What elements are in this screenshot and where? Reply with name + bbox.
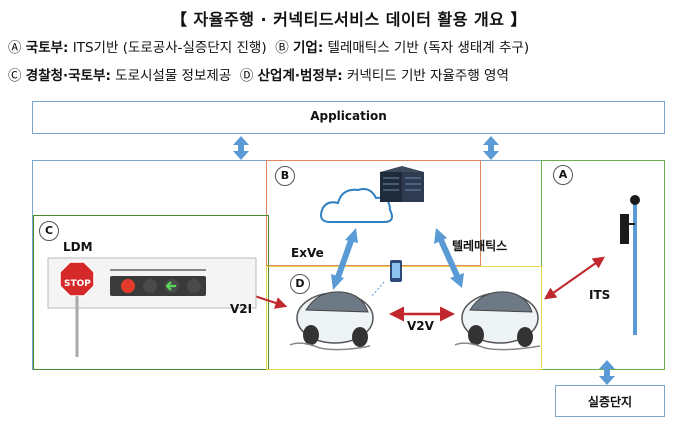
legend-a-head: 국토부:	[25, 40, 69, 56]
legend-c-mark: Ⓒ	[8, 68, 22, 84]
cloud-icon	[320, 188, 393, 223]
legend-a-text: ITS기반 (도로공사-실증단지 진행)	[68, 40, 267, 56]
blue-arrow-left	[233, 136, 249, 160]
v2v-label: V2V	[407, 319, 434, 333]
its-label: ITS	[589, 288, 611, 302]
region-d-box	[266, 266, 542, 370]
application-box	[32, 101, 665, 134]
legend-c-head: 경찰청·국토부:	[25, 68, 111, 84]
legend-b-text: 텔레매틱스 기반 (독자 생태계 추구)	[323, 40, 530, 56]
legend-b-head: 기업:	[292, 40, 324, 56]
car-right-icon	[454, 291, 541, 351]
its-pole-icon	[620, 195, 640, 335]
legend-line-2: Ⓒ 경찰청·국토부: 도로시설물 정보제공 Ⓓ 산업계·범정부: 커넥티드 기반…	[8, 64, 509, 84]
region-a-box	[541, 160, 665, 370]
legend-b-mark: Ⓑ	[275, 40, 289, 56]
region-b-box	[266, 160, 481, 266]
telematics-label: 텔레매틱스	[452, 239, 508, 253]
legend-a-mark: Ⓐ	[8, 40, 22, 56]
region-b-marker: B	[275, 166, 295, 186]
server-icon	[380, 166, 424, 202]
region-d-marker: D	[290, 274, 310, 294]
stop-sign-label: STOP	[64, 279, 91, 289]
application-label: Application	[310, 109, 387, 123]
region-a-marker: A	[553, 165, 573, 185]
legend-d-mark: Ⓓ	[239, 68, 254, 84]
legend-c-text: 도로시설물 정보제공	[110, 68, 232, 84]
blue-arrow-test-site	[599, 360, 615, 385]
ldm-label: LDM	[63, 240, 93, 254]
blue-arrow-right	[483, 136, 499, 160]
legend-d-text: 커넥티드 기반 자율주행 영역	[342, 68, 509, 84]
telematics-arrow	[434, 228, 464, 288]
region-c-marker: C	[39, 221, 59, 241]
legend-d-head: 산업계·범정부:	[257, 68, 343, 84]
ldm-image	[47, 257, 257, 357]
exve-arrow	[331, 228, 358, 290]
page-title: 【 자율주행 · 커넥티드서비스 데이터 활용 개요 】	[170, 10, 528, 29]
phone-icon	[390, 260, 402, 282]
test-site-box	[555, 385, 665, 417]
v2i-label: V2I	[230, 302, 253, 316]
exve-label: ExVe	[291, 246, 324, 260]
its-arrow	[544, 256, 605, 300]
legend-line-1: Ⓐ 국토부: ITS기반 (도로공사-실증단지 진행) Ⓑ 기업: 텔레매틱스 …	[8, 36, 529, 56]
car-left-icon	[289, 291, 374, 351]
test-site-label: 실증단지	[587, 395, 633, 409]
